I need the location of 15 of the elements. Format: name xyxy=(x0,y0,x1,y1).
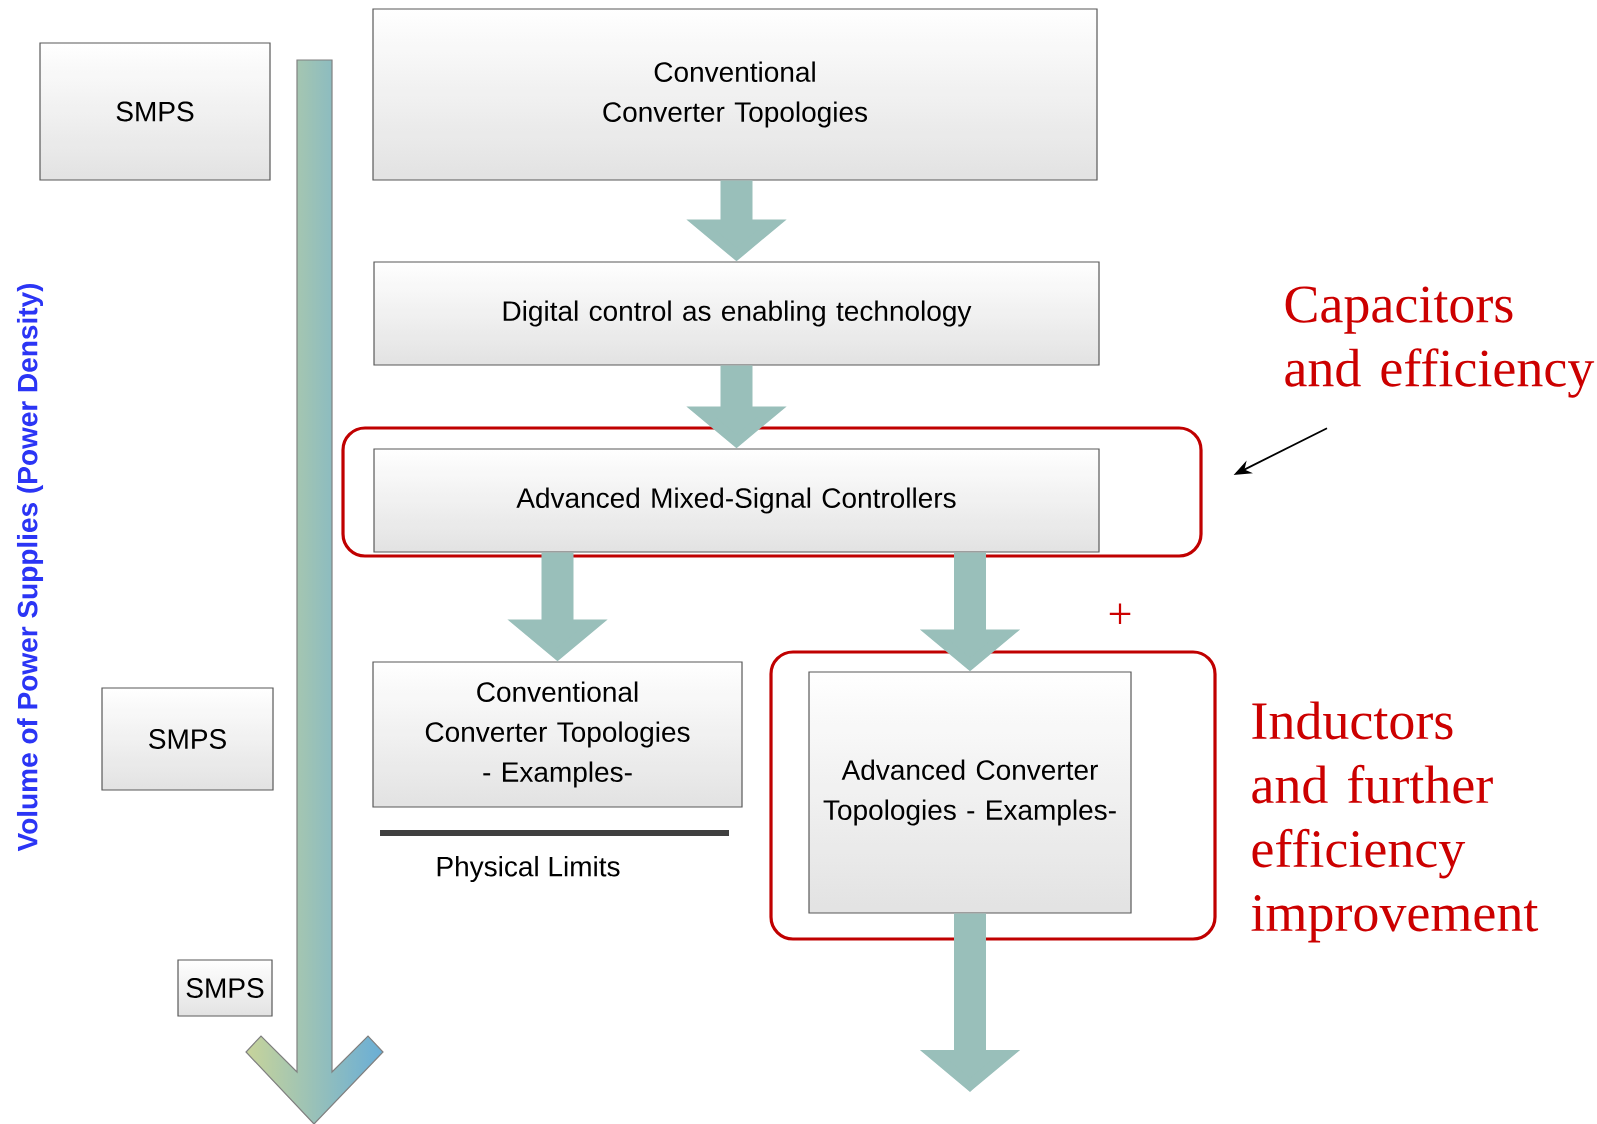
process-box: Digital control as enabling technology xyxy=(373,261,1100,366)
process-box: SMPS xyxy=(177,959,273,1017)
highlight-frame xyxy=(341,426,1203,558)
process-box: Conventional Converter Topologies xyxy=(372,8,1098,181)
process-box: Advanced Mixed-Signal Controllers xyxy=(373,448,1100,553)
annotation-text: Capacitors and efficiency xyxy=(1285,286,1595,398)
annotation-text: Inductors and further efficiency improvement xyxy=(1251,701,1539,943)
limit-label: Physical Limits xyxy=(437,855,620,883)
process-box: Advanced Converter Topologies - Examples- xyxy=(808,671,1132,914)
process-box: SMPS xyxy=(39,42,271,181)
axis-label: Volume of Power Supplies (Power Density) xyxy=(16,283,44,852)
highlight-frame xyxy=(769,650,1217,941)
plus-sign: + xyxy=(1109,603,1131,625)
process-box: SMPS xyxy=(101,687,274,791)
process-box: Conventional Converter Topologies - Examples- xyxy=(372,661,743,808)
